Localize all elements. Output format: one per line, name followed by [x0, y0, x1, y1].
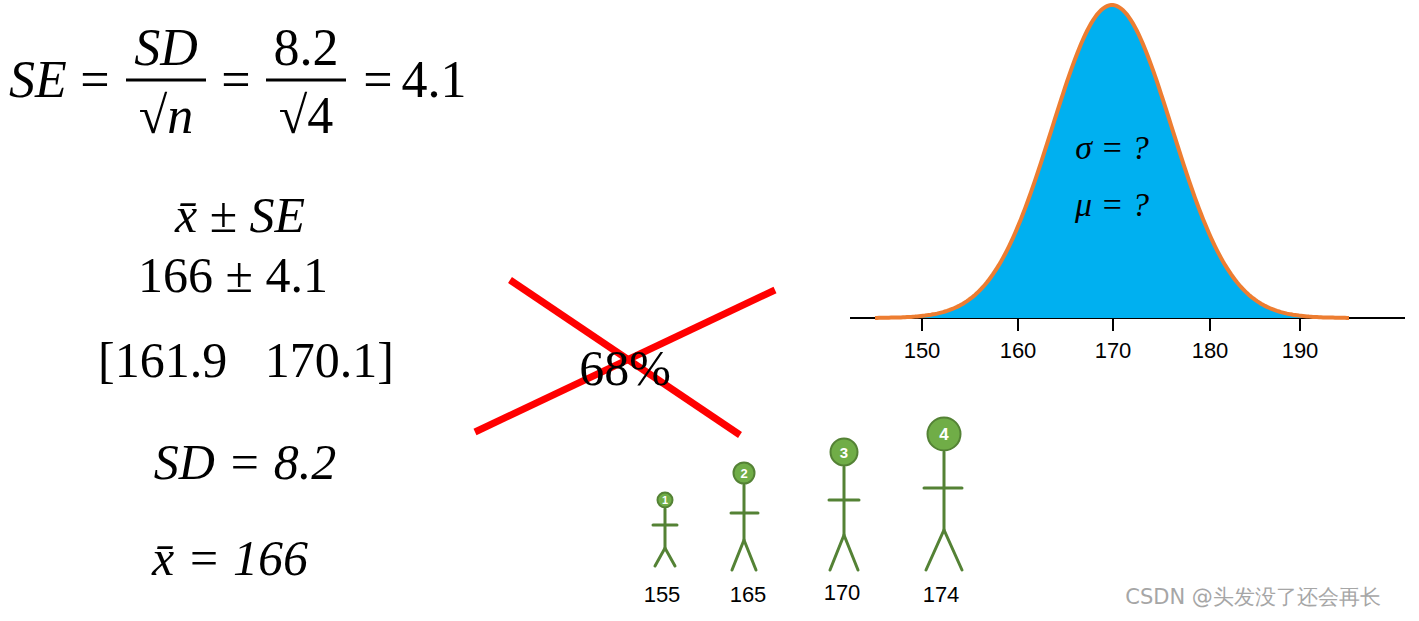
axis-tick: [1017, 318, 1019, 331]
parameter-text: σ = ?: [1075, 131, 1149, 165]
callout-number: 2: [740, 467, 747, 480]
axis-label: 150: [904, 340, 941, 362]
formula-value: 8.2: [274, 22, 339, 74]
figure-head: 1: [656, 491, 674, 509]
formula-value: 4.1: [402, 54, 467, 106]
head-circle: [658, 493, 673, 508]
height-label: 170: [824, 582, 861, 604]
fraction-bar: [126, 79, 206, 82]
equals-sign: =: [363, 54, 392, 106]
bell-curve: σ = ? μ = ?: [850, 0, 1410, 322]
fraction-bar: [266, 79, 346, 82]
parameter-text: μ = ?: [1075, 188, 1149, 222]
figure-head: 2: [732, 461, 756, 485]
watermark: CSDN @头发没了还会再长: [1125, 587, 1381, 608]
axis-tick: [921, 318, 923, 331]
height-label: 165: [730, 584, 767, 606]
axis-label: 190: [1282, 340, 1319, 362]
formula-line: x̄ ± SE: [175, 190, 305, 240]
head-circle: [831, 439, 858, 466]
height-label: 155: [644, 584, 681, 606]
crossed-out-text: 68%: [579, 343, 671, 393]
axis-tick: [1209, 318, 1211, 331]
formula-symbol: √n: [139, 90, 194, 142]
height-label: 174: [923, 584, 960, 606]
callout-number: 3: [840, 445, 848, 460]
axis-tick: [1112, 318, 1114, 331]
axis-tick: [1299, 318, 1301, 331]
axis-label: 170: [1095, 340, 1132, 362]
curve-fill: [875, 5, 1350, 318]
formula-symbol: SD: [134, 22, 198, 74]
head-circle: [734, 463, 755, 484]
formula-value: √4: [279, 90, 334, 142]
equals-sign: =: [80, 54, 109, 106]
formula-line: SD = 8.2: [154, 437, 336, 487]
axis-label: 160: [1000, 340, 1037, 362]
cross-mark: [475, 290, 775, 432]
figure-head: 3: [829, 437, 859, 467]
formula-line: 166 ± 4.1: [138, 250, 328, 300]
axis-label: 180: [1192, 340, 1229, 362]
formula-line: x̄ = 166: [152, 533, 308, 583]
curve-outline: [875, 5, 1349, 318]
head-circle: [928, 418, 961, 451]
stick-figures: [653, 452, 962, 570]
interval-text: [161.9 170.1]: [98, 335, 394, 385]
cross-mark: [510, 280, 740, 435]
callout-number: 4: [939, 426, 948, 443]
formula-symbol: SE: [9, 54, 67, 106]
equals-sign: =: [221, 54, 250, 106]
figure-head: 4: [926, 416, 962, 452]
callout-number: 1: [662, 495, 668, 506]
